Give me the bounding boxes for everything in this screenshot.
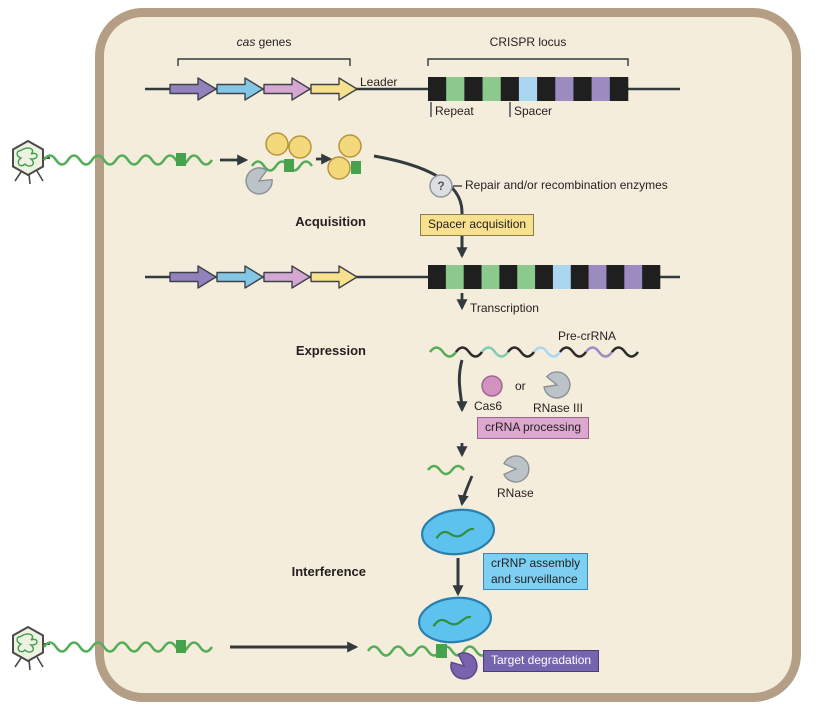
cas-genes-bracket: [177, 58, 351, 66]
target-dna-wave: [366, 644, 490, 658]
assembly-arrow: [457, 475, 474, 507]
leader-label: Leader: [360, 75, 398, 89]
dna-injection-bottom: [42, 640, 214, 653]
repeat-label: Repeat: [435, 104, 474, 118]
cas-genes-label-rest: genes: [255, 35, 292, 49]
cas6-icon: [481, 375, 503, 397]
target-degradation-badge: Target degradation: [483, 650, 600, 672]
phage-icon-top: [12, 140, 51, 185]
cas1-icon: [338, 134, 362, 158]
cas-genes-label: cas genes: [214, 35, 314, 50]
or-label: or: [515, 379, 526, 393]
expression-stage-label: Expression: [295, 343, 366, 358]
phage-icon-bottom: [12, 626, 51, 671]
crrnp-assembly-badge-line2: and surveillance: [491, 571, 578, 586]
nuclease-icon: [240, 163, 277, 200]
protospacer-square: [351, 161, 361, 174]
transcription-label: Transcription: [470, 301, 539, 315]
crrna-wave: [427, 464, 465, 476]
rnase-label: RNase: [497, 486, 534, 500]
target-protospacer-square: [436, 644, 447, 658]
protospacer-square: [176, 153, 186, 166]
question-mark-label: ?: [437, 179, 445, 193]
rnase-iii-label: RNase III: [533, 401, 584, 415]
rnase-icon: [503, 455, 530, 483]
acquisition-stage-label: Acquisition: [295, 214, 366, 229]
spacer-acquisition-badge: Spacer acquisition: [420, 214, 535, 236]
crrna-processing-badge: crRNA processing: [477, 417, 590, 439]
repeat-spacer-ticks: [430, 102, 511, 117]
protospacer-square: [176, 640, 186, 653]
cas1-icon: [265, 132, 289, 156]
interference-stage-label: Interference: [291, 564, 366, 579]
cas2-icon: [288, 135, 312, 159]
cas-genes-label-italic: cas: [236, 35, 256, 49]
crispr-locus-row2: [428, 265, 661, 289]
cas6-label: Cas6: [474, 399, 503, 413]
crispr-locus-label: CRISPR locus: [489, 35, 567, 49]
cas-gene-arrows-row1: [169, 77, 358, 101]
rnase-iii-icon: [541, 368, 574, 402]
crrnp-complex-1: [421, 508, 495, 556]
repair-enzymes-label: Repair and/or recombination enzymes: [465, 178, 668, 192]
crispr-locus-bracket: [427, 58, 629, 66]
cas2-icon: [327, 156, 351, 180]
spacer-integration-arrow: [373, 154, 468, 259]
cas1-cas2-bound-spacer: [327, 134, 362, 180]
genome-row-1: [145, 58, 680, 117]
crrnp-complex-2: [418, 596, 492, 644]
dna-injection-top: [42, 153, 214, 166]
protospacer-square: [284, 159, 294, 172]
spacer-label: Spacer: [514, 104, 553, 118]
cas-gene-arrows-row2: [169, 265, 358, 289]
crispr-locus-row1: [428, 77, 629, 101]
genome-row-2: [145, 265, 680, 289]
processing-arrow: [456, 359, 468, 413]
repair-enzymes-callout: [429, 174, 462, 198]
question-circle-icon: [429, 174, 453, 198]
crrnp-assembly-badge-line1: crRNP assembly: [491, 556, 581, 570]
cas1-cas2-capture-complex: [240, 132, 314, 200]
pre-crrna-label: Pre-crRNA: [558, 329, 617, 343]
pre-crrna-wave: [428, 346, 640, 358]
